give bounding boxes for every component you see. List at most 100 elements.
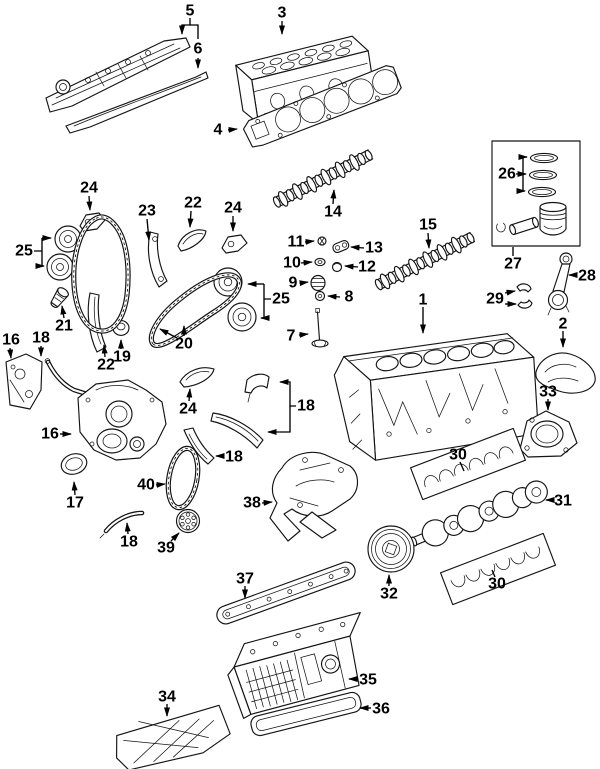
valve-spring-drawing bbox=[310, 274, 326, 292]
callout-36-label: 36 bbox=[372, 701, 390, 718]
callout-4: 4 bbox=[214, 122, 238, 139]
callout-28: 28 bbox=[568, 268, 596, 285]
callout-18-mid: 18 bbox=[215, 449, 243, 466]
callout-25-label: 25 bbox=[15, 243, 33, 260]
main-bearings-lower-drawing bbox=[439, 532, 557, 606]
valve-drawing bbox=[311, 308, 329, 348]
leader-line bbox=[155, 481, 166, 488]
callout-8-label: 8 bbox=[345, 289, 354, 306]
callout-22-label: 22 bbox=[97, 357, 115, 374]
callout-19-label: 19 bbox=[113, 349, 131, 366]
callout-25-label: 25 bbox=[272, 291, 290, 308]
callout-6-label: 6 bbox=[194, 41, 203, 58]
cylinder-head-drawing bbox=[235, 35, 376, 125]
callout-22-upper: 22 bbox=[184, 195, 202, 228]
callout-39-label: 39 bbox=[157, 540, 175, 557]
callout-37: 37 bbox=[236, 571, 254, 599]
callout-23-label: 23 bbox=[138, 203, 156, 220]
valve-cover-drawing bbox=[45, 37, 191, 113]
callout-38-label: 38 bbox=[243, 495, 261, 512]
cover-16-large-drawing bbox=[77, 379, 167, 461]
leader-line bbox=[186, 388, 193, 402]
piston-drawing bbox=[539, 201, 567, 236]
callout-18-rails-pair: 18 bbox=[267, 379, 315, 435]
camshaft-exhaust-drawing bbox=[374, 231, 476, 291]
valve-stem-seal-drawing bbox=[314, 290, 326, 302]
leader-line bbox=[327, 293, 341, 300]
callout-24-label: 24 bbox=[224, 200, 242, 217]
callout-13-label: 13 bbox=[365, 240, 383, 257]
callout-3: 3 bbox=[278, 5, 287, 35]
drive-plate-39-drawing bbox=[175, 508, 201, 534]
callout-37-label: 37 bbox=[236, 571, 254, 588]
callout-27: 27 bbox=[504, 247, 522, 273]
leader-line bbox=[504, 289, 516, 296]
callout-36: 36 bbox=[359, 701, 390, 718]
callout-18-upper: 18 bbox=[32, 330, 50, 357]
leader-line bbox=[350, 244, 365, 251]
callout-33: 33 bbox=[539, 384, 557, 411]
callout-24-lower: 24 bbox=[179, 388, 197, 418]
callout-24-left: 24 bbox=[80, 180, 98, 211]
main-bearings-upper-drawing bbox=[409, 427, 527, 501]
callout-11-label: 11 bbox=[288, 234, 305, 251]
valve-cover-gasket-drawing bbox=[65, 71, 209, 134]
valve-keeper-drawing bbox=[317, 236, 327, 246]
leader-line bbox=[261, 499, 273, 506]
leader-line bbox=[298, 331, 309, 338]
callout-14: 14 bbox=[324, 189, 342, 221]
plug-21-drawing bbox=[50, 287, 69, 308]
callout-30-label: 30 bbox=[449, 447, 467, 464]
leader-line bbox=[279, 379, 296, 407]
leader-line bbox=[491, 569, 496, 578]
bracket-24-mid-drawing bbox=[221, 234, 248, 254]
tube-18-upper-drawing bbox=[44, 358, 93, 398]
callout-15-label: 15 bbox=[419, 217, 437, 234]
crankshaft-drawing bbox=[410, 480, 548, 547]
callout-27-label: 27 bbox=[504, 256, 522, 273]
oil-pan-35-drawing bbox=[227, 612, 361, 719]
callout-12-label: 12 bbox=[358, 259, 376, 276]
leader-line bbox=[300, 259, 313, 266]
callout-32: 32 bbox=[380, 574, 398, 603]
rod-bearings-drawing bbox=[516, 283, 533, 309]
leader-line bbox=[124, 522, 131, 535]
callout-33-label: 33 bbox=[539, 384, 557, 401]
tensioner-23-drawing bbox=[147, 231, 168, 288]
callout-34-label: 34 bbox=[158, 689, 176, 706]
callout-16-cover: 16 bbox=[41, 426, 72, 443]
callout-18-label: 18 bbox=[120, 534, 138, 551]
callout-1: 1 bbox=[419, 292, 428, 334]
callout-9: 9 bbox=[289, 275, 309, 292]
leader-line bbox=[459, 461, 465, 472]
leader-line bbox=[516, 157, 524, 191]
leader-line bbox=[145, 218, 152, 241]
callout-6: 6 bbox=[194, 41, 203, 69]
leader-line bbox=[425, 232, 432, 249]
callout-34: 34 bbox=[158, 689, 176, 717]
callout-25-left: 25 bbox=[15, 235, 52, 269]
callout-3-label: 3 bbox=[278, 5, 287, 22]
callout-40-label: 40 bbox=[137, 477, 155, 494]
rail-18-mid-drawing bbox=[183, 427, 215, 465]
callout-14-label: 14 bbox=[324, 204, 342, 221]
timing-chain-right-drawing bbox=[148, 272, 243, 349]
callout-11: 11 bbox=[288, 234, 315, 251]
callout-24-label: 24 bbox=[80, 180, 98, 197]
leader-line bbox=[267, 406, 291, 435]
callout-17: 17 bbox=[66, 481, 84, 512]
callout-38: 38 bbox=[243, 495, 273, 512]
callout-25-right: 25 bbox=[247, 281, 290, 321]
leader-line bbox=[170, 532, 180, 542]
guide-22-upper-drawing bbox=[177, 229, 207, 252]
callout-24-mid: 24 bbox=[224, 200, 242, 232]
callout-29-label: 29 bbox=[486, 291, 504, 308]
leader-line bbox=[344, 263, 359, 270]
wrist-pin-drawing bbox=[509, 216, 539, 236]
rear-seal-housing-drawing bbox=[519, 410, 578, 458]
callout-2-label: 2 bbox=[559, 316, 568, 333]
leader-line bbox=[304, 238, 315, 245]
cover-16-small-drawing bbox=[5, 353, 43, 410]
callout-7: 7 bbox=[287, 328, 309, 345]
